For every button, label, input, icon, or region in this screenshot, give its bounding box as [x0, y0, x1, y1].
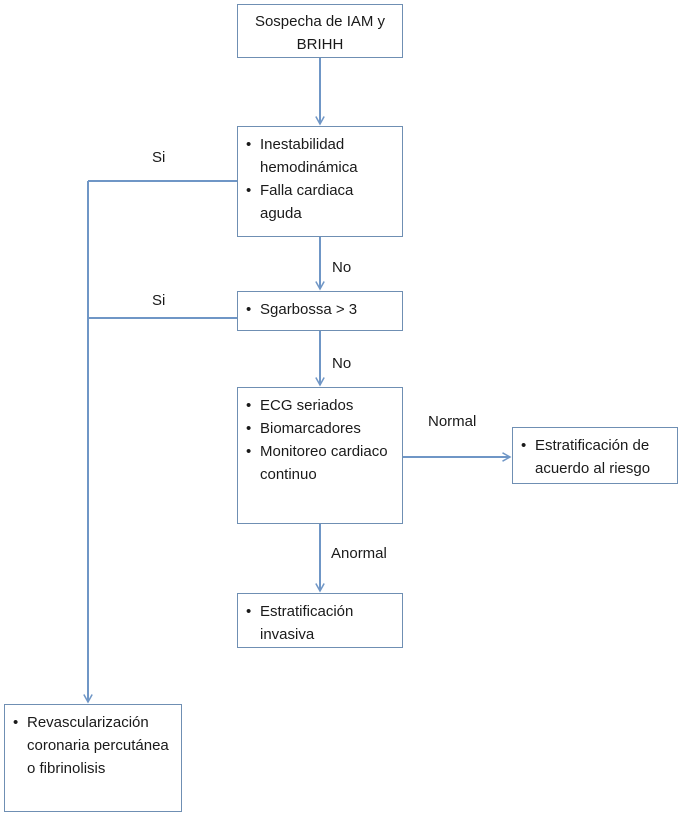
revascularization-list: Revascularización coronaria percutánea o…	[5, 705, 181, 784]
monitoring-list: ECG seriados Biomarcadores Monitoreo car…	[238, 388, 402, 490]
instability-item-hemodynamic: Inestabilidad hemodinámica	[246, 133, 396, 179]
monitoring-item-ecg: ECG seriados	[246, 394, 396, 417]
monitoring-node: ECG seriados Biomarcadores Monitoreo car…	[237, 387, 403, 524]
revascularization-item: Revascularización coronaria percutánea o…	[13, 711, 175, 780]
sgarbossa-node: Sgarbossa > 3	[237, 291, 403, 331]
invasive-item: Estratificación invasiva	[246, 600, 396, 646]
revascularization-node: Revascularización coronaria percutánea o…	[4, 704, 182, 812]
instability-item-heart-failure: Falla cardiaca aguda	[246, 179, 396, 225]
edge-label-normal: Normal	[428, 413, 477, 430]
risk-item: Estratificación de acuerdo al riesgo	[521, 434, 671, 480]
start-node-line-2: BRIHH	[296, 36, 344, 53]
risk-node: Estratificación de acuerdo al riesgo	[512, 427, 678, 484]
sgarbossa-list: Sgarbossa > 3	[238, 292, 402, 325]
instability-list: Inestabilidad hemodinámica Falla cardiac…	[238, 127, 402, 229]
edge-label-instability-yes: Si	[152, 149, 166, 166]
edge-label-sgarbossa-no: No	[332, 355, 352, 372]
start-node-line-1: Sospecha de IAM y	[254, 13, 386, 30]
edge-label-sgarbossa-yes: Si	[152, 292, 166, 309]
invasive-node: Estratificación invasiva	[237, 593, 403, 648]
start-node: Sospecha de IAM y BRIHH	[237, 4, 403, 58]
edge-label-abnormal: Anormal	[331, 545, 387, 562]
instability-node: Inestabilidad hemodinámica Falla cardiac…	[237, 126, 403, 237]
edge-label-instability-no: No	[332, 259, 352, 276]
monitoring-item-biomarkers: Biomarcadores	[246, 417, 396, 440]
monitoring-item-cardiac-monitoring: Monitoreo cardiaco continuo	[246, 440, 396, 486]
invasive-list: Estratificación invasiva	[238, 594, 402, 650]
sgarbossa-item: Sgarbossa > 3	[246, 298, 396, 321]
risk-list: Estratificación de acuerdo al riesgo	[513, 428, 677, 484]
